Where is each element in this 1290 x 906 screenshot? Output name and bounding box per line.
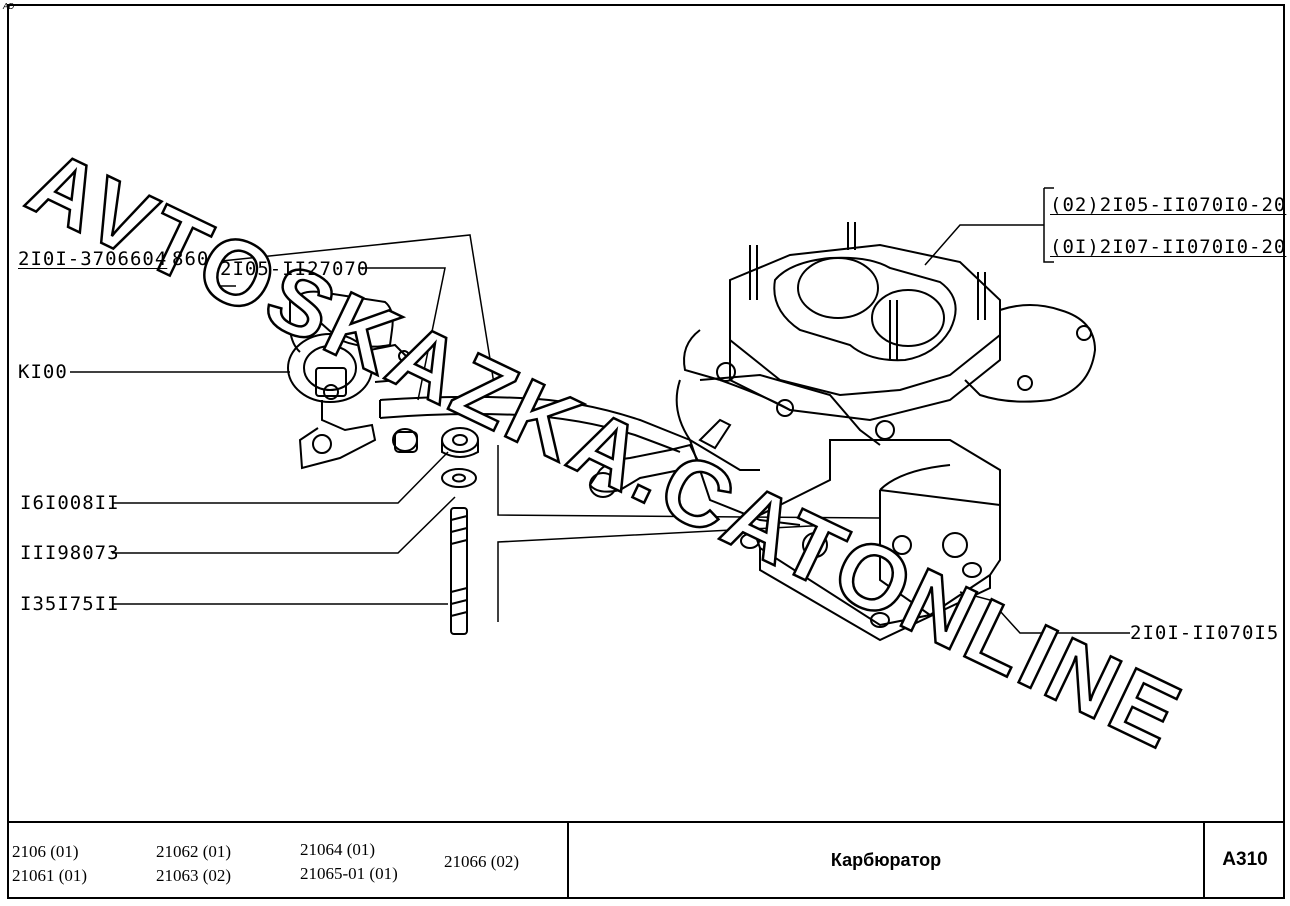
- fastener-drawings: [392, 427, 479, 635]
- page-title: Карбюратор: [830, 849, 942, 870]
- callout-carburetor-01[interactable]: (0I)2I07-II070I0-20: [1050, 236, 1286, 258]
- model-item: 21064 (01): [300, 840, 376, 859]
- callout-clamp[interactable]: 2I05-II27070: [220, 258, 370, 280]
- callout-stud[interactable]: I35I75II: [20, 593, 120, 615]
- sheet-frame: [7, 4, 1285, 899]
- callout-carburetor-02-text: (02)2I05-II070I0-20: [1050, 194, 1287, 216]
- model-item: 21065-01 (01): [300, 864, 398, 883]
- model-item: 21062 (01): [156, 842, 232, 861]
- model-item: 2106 (01): [12, 842, 79, 861]
- model-item: 21061 (01): [12, 866, 88, 885]
- page-code: A310: [1222, 849, 1268, 870]
- callout-carburetor-01-text: (0I)2I07-II070I0-20: [1050, 236, 1287, 258]
- leader-lines: [70, 187, 1130, 634]
- corner-mark: AD: [3, 2, 15, 11]
- valve-assembly-drawing: [287, 290, 410, 470]
- callout-hose-length: 860: [172, 248, 210, 270]
- model-item: 21063 (02): [156, 866, 232, 885]
- fuel-hose-drawing: [379, 395, 691, 453]
- callout-hose[interactable]: 2I0I-3706604: [18, 248, 168, 270]
- callout-carburetor-02[interactable]: (02)2I05-II070I0-20: [1050, 194, 1286, 216]
- carburetor-drawing: [588, 222, 1097, 642]
- callout-gasket[interactable]: 2I0I-II070I5: [1130, 622, 1280, 644]
- model-item: 21066 (02): [444, 852, 520, 871]
- callout-washer[interactable]: III98073: [20, 542, 120, 564]
- callout-valve[interactable]: KI00: [18, 361, 68, 383]
- callout-nut[interactable]: I6I008II: [20, 492, 120, 514]
